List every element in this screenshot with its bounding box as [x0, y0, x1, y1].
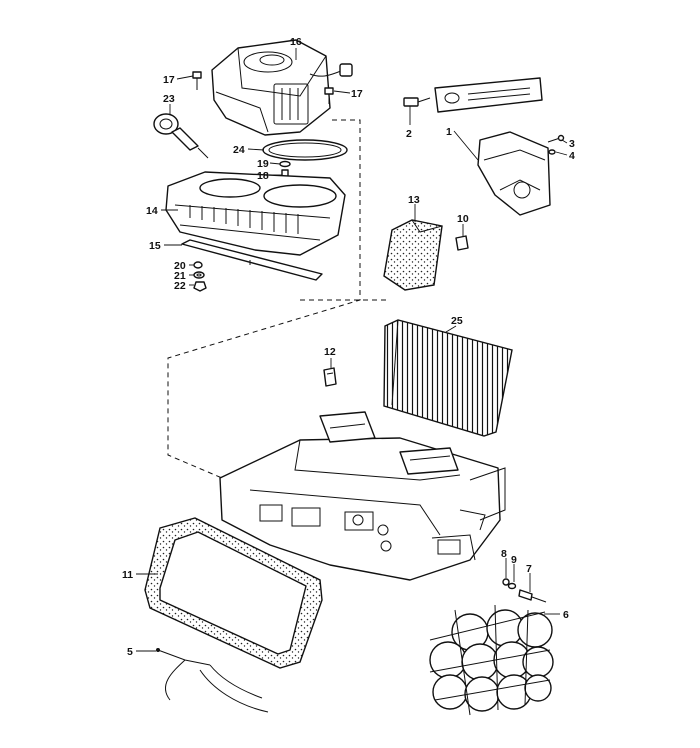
leader-lines: [136, 48, 568, 652]
callout-23: 23: [163, 93, 175, 105]
screw-right: [324, 87, 334, 104]
bolt-nut-washer: [502, 578, 547, 603]
callout-21: 21: [174, 270, 186, 282]
callout-4: 4: [569, 150, 575, 162]
screw-left: [192, 71, 202, 90]
callout-13: 13: [408, 194, 420, 206]
callout-24: 24: [233, 144, 245, 156]
cable-harness: [156, 648, 269, 713]
callout-19: 19: [257, 158, 269, 170]
heater-box: [165, 171, 346, 256]
blower-motor-housing: [211, 39, 353, 136]
callout-9: 9: [511, 554, 517, 566]
callout-11: 11: [122, 569, 133, 581]
callout-7: 7: [526, 563, 532, 575]
callout-15: 15: [149, 240, 161, 252]
callout-5: 5: [127, 646, 133, 658]
callout-25: 25: [451, 315, 463, 327]
callout-22: 22: [174, 280, 186, 292]
callout-3: 3: [569, 138, 575, 150]
callout-17a: 17: [163, 74, 175, 86]
callout-18: 18: [257, 170, 269, 182]
assembly-guide-lines: [167, 119, 390, 479]
gasket-ring: [262, 139, 348, 161]
cabin-filter: [383, 319, 513, 437]
clip: [455, 235, 469, 251]
connector: [403, 97, 431, 107]
small-hardware: [193, 261, 207, 292]
callout-6: 6: [563, 609, 569, 621]
callout-8: 8: [501, 548, 507, 560]
screw-and-washer: [547, 134, 565, 155]
callout-16: 16: [290, 36, 302, 48]
main-housing: [219, 411, 506, 581]
large-gasket: [144, 517, 323, 669]
filter-element: [383, 219, 443, 291]
control-unit: [434, 77, 551, 216]
net-bag: [429, 604, 554, 716]
callout-20: 20: [174, 260, 186, 272]
callout-labels: 16 17 17 23 24 19 18 14 15 20 21 22 2 1 …: [122, 36, 575, 658]
callout-2: 2: [406, 128, 412, 140]
callout-17b: 17: [351, 88, 363, 100]
callout-1: 1: [446, 126, 452, 138]
seal-strip: [181, 239, 323, 281]
callout-12: 12: [324, 346, 336, 358]
callout-10: 10: [457, 213, 469, 225]
actuator-knob: [153, 113, 209, 159]
bracket: [323, 367, 337, 387]
callout-14: 14: [146, 205, 158, 217]
